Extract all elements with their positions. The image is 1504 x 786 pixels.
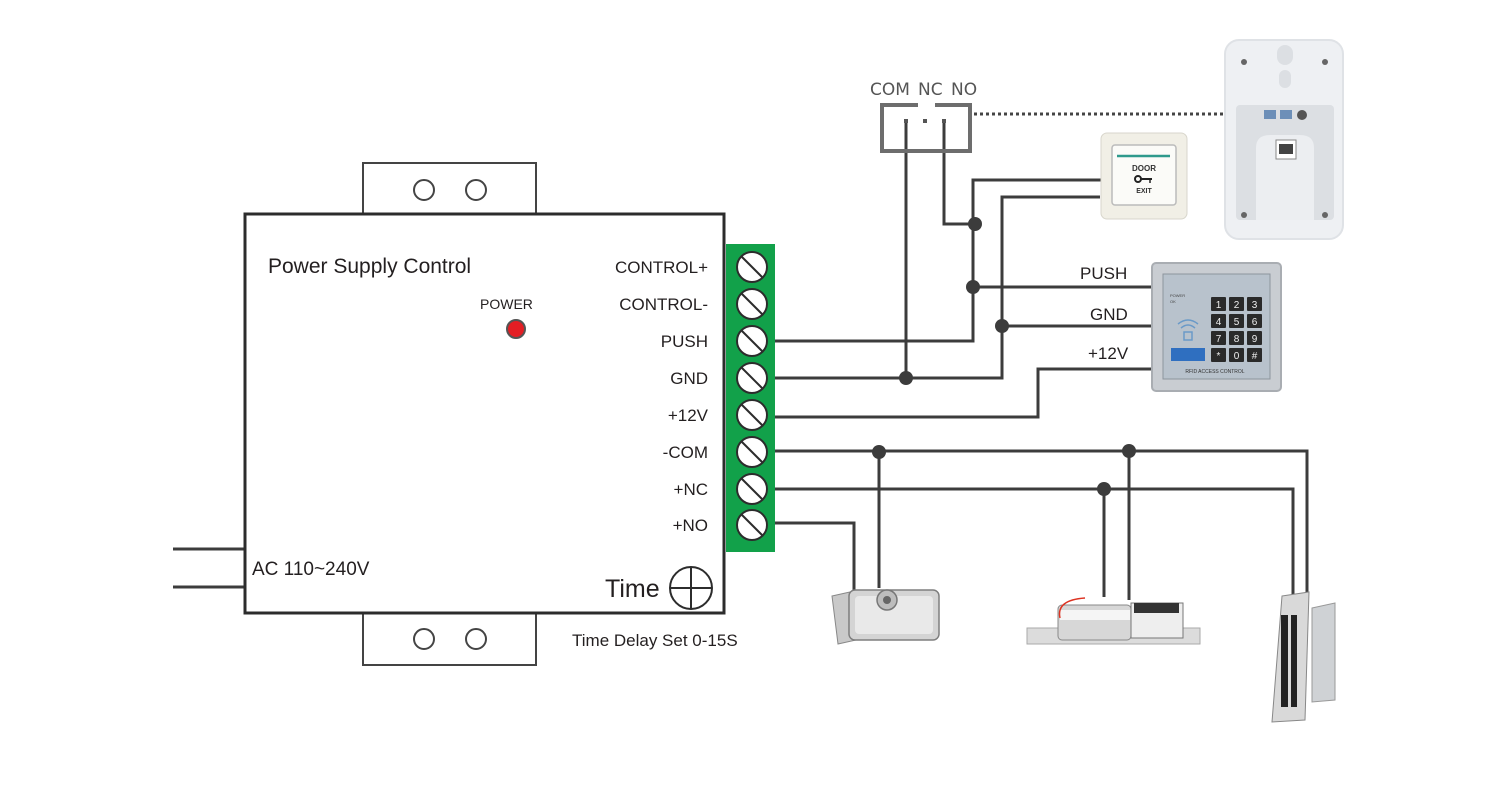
keypad-key-label: 9 [1252, 334, 1258, 345]
keypad-key [1211, 314, 1226, 328]
keypad-key [1247, 348, 1262, 362]
keypad-key [1229, 348, 1244, 362]
keypad-key [1229, 331, 1244, 345]
keypad-label-12v: +12V [1088, 344, 1129, 363]
terminal-screw-4 [736, 399, 768, 431]
terminal-label: +NC [674, 480, 708, 499]
rfid-keypad: PUSH GND +12V POWER OK 1 2 3 4 5 6 7 8 9 * 0 # RFID… [1080, 262, 1282, 392]
electric-rim-lock [831, 589, 940, 645]
terminal-screw-3 [736, 362, 768, 394]
keypad-label-push: PUSH [1080, 264, 1127, 283]
magnetic-lock [1271, 591, 1336, 723]
bottom-mount-tab [362, 611, 537, 666]
ac-input-label: AC 110~240V [252, 559, 370, 580]
keypad-key-label: 4 [1216, 317, 1222, 328]
keypad-key [1211, 331, 1226, 345]
relay-label-nc: NC [918, 80, 943, 100]
electric-bolt-lock [1026, 597, 1201, 645]
keypad-key-label: 3 [1252, 300, 1258, 311]
keypad-key [1229, 314, 1244, 328]
junction-dot [966, 280, 980, 294]
wire-push [775, 178, 1103, 343]
keypad-key [1229, 297, 1244, 311]
exit-button-line2: EXIT [1136, 188, 1152, 195]
key-icon [1134, 175, 1152, 183]
terminal-screw-6 [736, 473, 768, 505]
relay-label-no: NO [951, 80, 977, 100]
keypad-key-label: 5 [1234, 317, 1240, 328]
keypad-caption: RFID ACCESS CONTROL [1185, 369, 1244, 375]
power-led-label: POWER [480, 296, 533, 312]
keypad-key-label: 1 [1216, 300, 1222, 311]
keypad-key [1247, 297, 1262, 311]
terminal-screw-2 [736, 325, 768, 357]
wire-relay-no [942, 120, 973, 226]
power-led-icon [506, 319, 526, 339]
time-label: Time [605, 575, 660, 603]
keypad-key-label: # [1252, 351, 1258, 362]
keypad-indicator-power: POWER [1170, 293, 1185, 298]
door-exit-button: DOOR EXIT [1100, 132, 1188, 220]
terminal-label: +NO [673, 516, 708, 535]
terminal-screw-1 [736, 288, 768, 320]
controller-title: Power Supply Control [268, 255, 471, 278]
terminal-label: PUSH [661, 332, 708, 351]
terminal-label: CONTROL+ [615, 258, 708, 277]
terminal-label: GND [670, 369, 708, 388]
keypad-key-label: 2 [1234, 300, 1240, 311]
junction-dot [899, 371, 913, 385]
intercom-device [1224, 39, 1344, 240]
keypad-key [1211, 297, 1226, 311]
terminal-screw-0 [736, 251, 768, 283]
keypad-key-label: 8 [1234, 334, 1240, 345]
power-supply-controller [243, 212, 726, 615]
relay-label-com: COM [870, 80, 910, 100]
exit-button-line1: DOOR [1132, 164, 1156, 173]
keypad-key-label: 7 [1216, 334, 1222, 345]
keypad-key-label: 6 [1252, 317, 1258, 328]
keypad-indicator-ok: OK [1170, 299, 1176, 304]
terminal-label: CONTROL- [619, 295, 708, 314]
junction-dot [968, 217, 982, 231]
relay-contacts: COM NC NO [870, 80, 1262, 153]
wire-nc [775, 487, 1295, 597]
time-adjust-knob-icon[interactable] [669, 566, 713, 610]
keypad-key-label: 0 [1234, 351, 1240, 362]
wire-12v [775, 367, 1154, 419]
keypad-key [1247, 331, 1262, 345]
wire-no [775, 521, 856, 592]
keypad-key [1211, 348, 1226, 362]
wiring [775, 120, 1309, 600]
top-mount-tab [362, 162, 537, 216]
keypad-label-gnd: GND [1090, 305, 1128, 324]
terminal-screw-5 [736, 436, 768, 468]
junction-dot [995, 319, 1009, 333]
terminal-screw-7 [736, 509, 768, 541]
wire-gnd [775, 195, 1100, 380]
junction-dot [1122, 444, 1136, 458]
terminal-label: +12V [668, 406, 709, 425]
keypad-key-label: * [1217, 351, 1221, 362]
terminal-label: -COM [663, 443, 708, 462]
time-delay-caption: Time Delay Set 0-15S [572, 631, 738, 650]
rfid-wave-icon [1177, 319, 1199, 341]
wire-com [775, 449, 1309, 597]
junction-dot [872, 445, 886, 459]
keypad-key [1247, 314, 1262, 328]
junction-dot [1097, 482, 1111, 496]
